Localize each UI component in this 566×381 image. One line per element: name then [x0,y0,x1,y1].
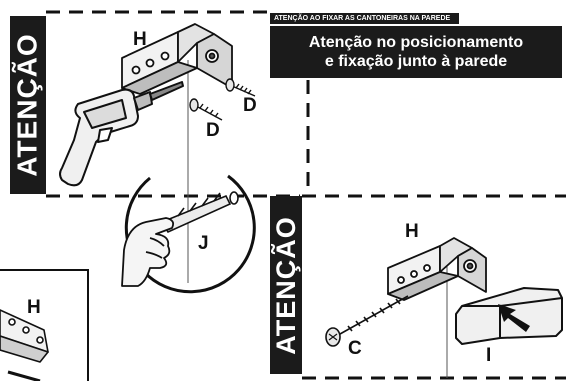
label-i: I [486,345,492,366]
corner-bracket-top [121,23,233,95]
corner-bracket-bottom [387,237,487,301]
insert-arrow [498,304,530,332]
inset-panel-frame [0,269,89,381]
power-drill [59,81,184,187]
warning-banner-main: Atenção no posicionamento e fixação junt… [270,26,562,78]
warning-banner-small: ATENÇÃO AO FIXAR AS CANTONEIRAS NA PARED… [270,13,459,24]
bottom-panel-frame [302,194,566,380]
label-h-bottom-right: H [405,221,419,242]
label-h-top: H [133,29,147,50]
screw-d-lower [189,98,223,121]
warning-band-bottom-text: ATENÇÃO [270,215,301,355]
warning-banner-line-2: e fixação junto à parede [324,53,508,70]
label-d-upper: D [243,95,257,116]
corner-bracket-inset [0,309,49,381]
label-h-bottom-left: H [27,297,41,318]
hand [121,217,175,287]
detail-circle [124,174,256,294]
label-j: J [198,233,209,254]
label-d-lower: D [206,120,220,141]
long-screw-c [325,295,409,347]
warning-band-bottom: ATENÇÃO [270,196,302,374]
warning-band-top-text: ATENÇÃO [12,33,43,177]
screw-d-upper [225,78,256,97]
top-panel-frame [46,10,310,198]
warning-band-top: ATENÇÃO [10,16,46,194]
warning-banner-line-1: Atenção no posicionamento [308,34,524,51]
label-c: C [348,338,362,359]
